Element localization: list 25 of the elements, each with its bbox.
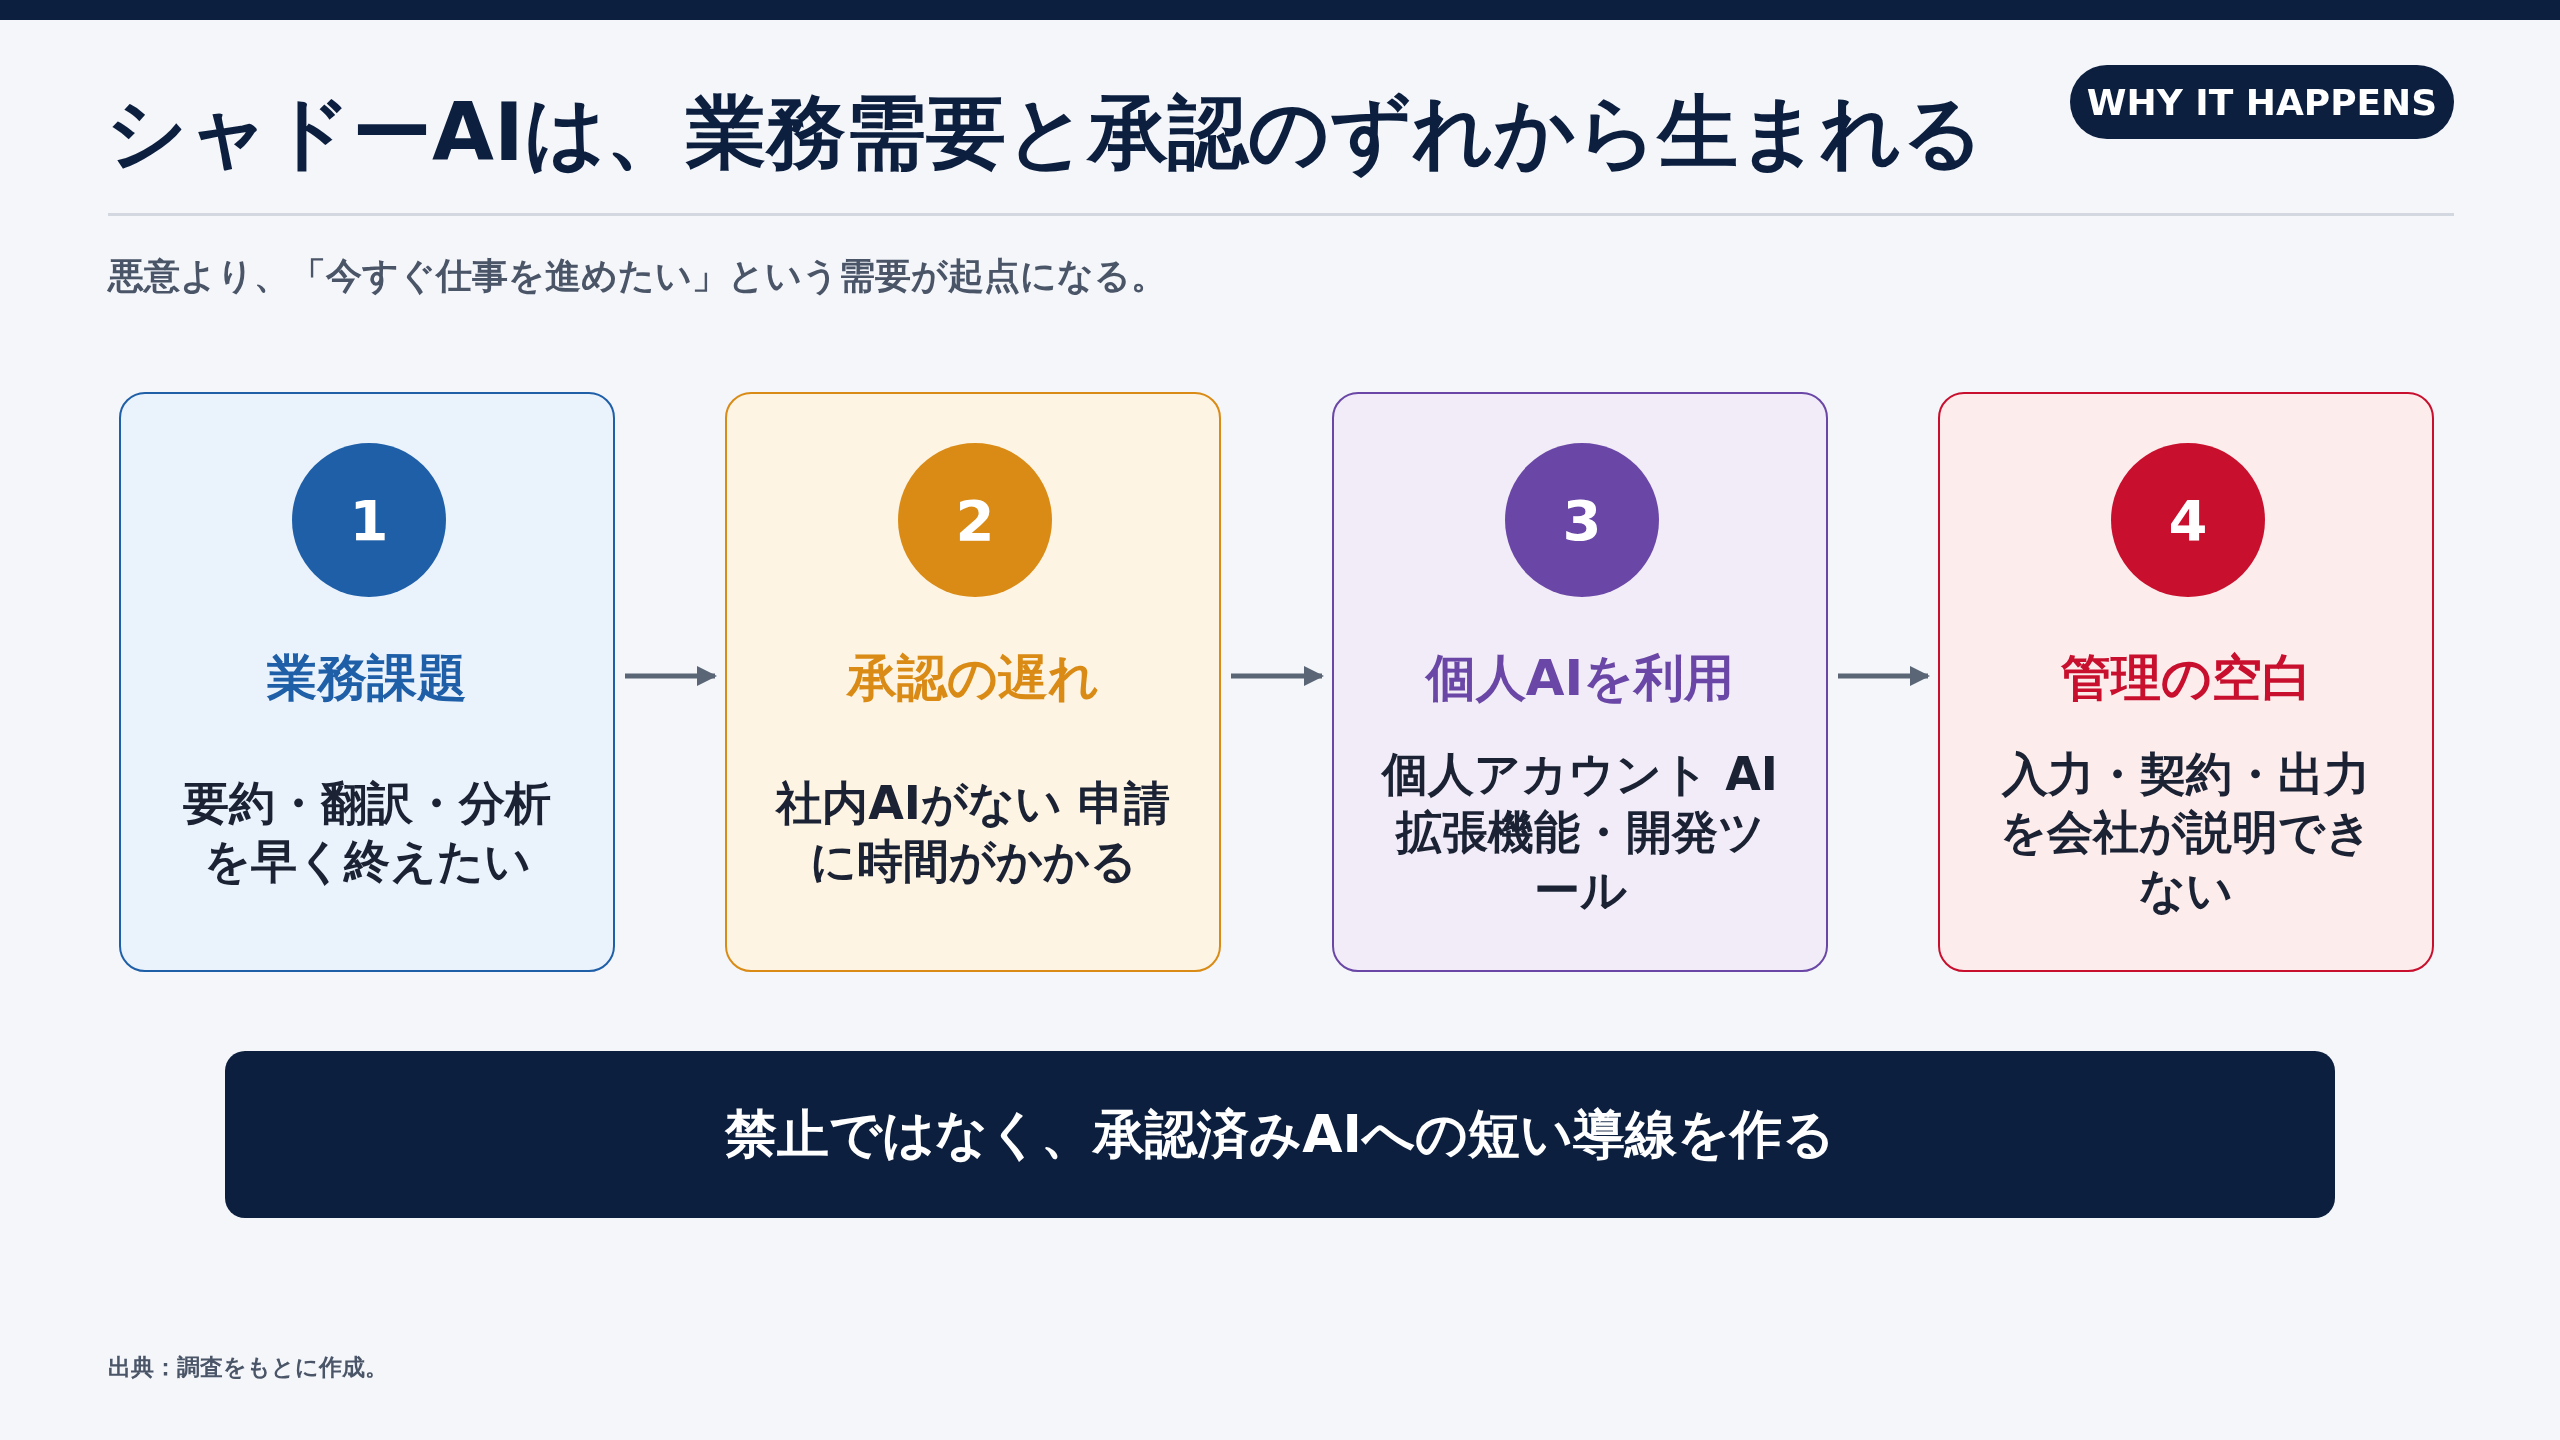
step-card (119, 392, 615, 972)
title: シャドーAIは、業務需要と承認のずれから生まれる (106, 85, 1984, 181)
top-bar (0, 0, 2560, 20)
conclusion-banner: 禁止ではなく、承認済みAIへの短い導線を作る (225, 1051, 2335, 1218)
source-note: 出典：調査をもとに作成。 (108, 1353, 388, 1382)
arrow (625, 666, 717, 686)
step-description: 個人アカウント AI拡張機能・開発ツール (1380, 746, 1779, 919)
step-number: 2 (898, 443, 1052, 597)
step-description: 入力・契約・出力を会社が説明できない (1999, 746, 2373, 919)
step-description: 要約・翻訳・分析を早く終えたい (182, 775, 552, 890)
step-number: 1 (292, 443, 446, 597)
arrow (1838, 666, 1930, 686)
subtitle: 悪意より、「今すぐ仕事を進めたい」という需要が起点になる。 (108, 254, 1167, 298)
badge: WHY IT HAPPENS (2070, 65, 2454, 139)
arrow (1231, 666, 1324, 686)
step-heading: 個人AIを利用 (1424, 647, 1736, 709)
step-heading: 管理の空白 (2059, 647, 2313, 709)
step-description: 社内AIがない 申請に時間がかかる (774, 775, 1171, 890)
step-heading: 業務課題 (266, 647, 468, 709)
step-card (1938, 392, 2434, 972)
step-number: 3 (1505, 443, 1659, 597)
step-heading: 承認の遅れ (845, 647, 1100, 709)
step-card (1332, 392, 1828, 972)
step-number: 4 (2111, 443, 2265, 597)
step-card (725, 392, 1221, 972)
